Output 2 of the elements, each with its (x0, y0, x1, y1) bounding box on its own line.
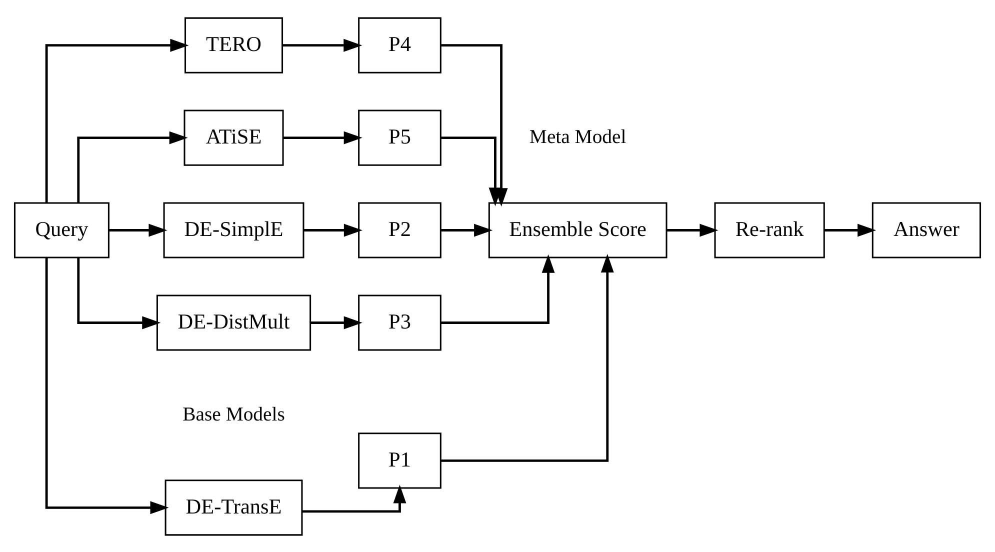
label: Base Models (182, 402, 285, 425)
label: Meta Model (529, 125, 626, 148)
